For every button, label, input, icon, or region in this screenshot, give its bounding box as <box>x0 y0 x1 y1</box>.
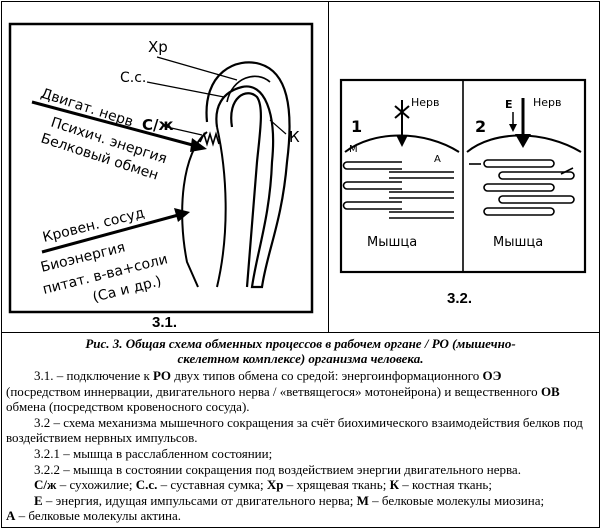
filaments-contracted <box>469 159 575 216</box>
muscle-body <box>181 126 227 288</box>
legend-k-desc: – костная ткань; <box>399 477 492 493</box>
legend-cc-desc: – суставная сумка; <box>157 477 267 493</box>
nerve-1-cross-b <box>394 105 410 119</box>
blood-vessel-arrow <box>41 212 183 254</box>
filaments-relaxed <box>342 161 454 219</box>
panel-2-nerve: Нерв <box>533 96 562 109</box>
joint-capsule <box>205 61 291 289</box>
legend-line-2: Е – энергия, идущая импульсами от двигат… <box>6 493 596 509</box>
panel-2-number: 2 <box>475 117 486 136</box>
legend-xp: Хр <box>266 477 284 493</box>
legend-line-1: С/ж – сухожилие; С.с. – суставная сумка;… <box>6 477 596 493</box>
panel-1-nerve: Нерв <box>411 96 440 109</box>
motor-nerve-arrow <box>31 100 201 149</box>
legend-czh-desc: – сухожилие; <box>56 477 136 493</box>
panel-1-muscle: Мышца <box>367 235 417 250</box>
p1-part-c: (посредством иннервации, двигательного н… <box>6 383 541 399</box>
description-text: 3.1. – подключение к РО двух типов обмен… <box>6 368 596 524</box>
legend-a-desc: – белковые молекулы актина. <box>15 508 182 524</box>
label-xp: Хр <box>148 38 168 56</box>
nerve-1-arrowhead <box>396 135 408 147</box>
legend-m-desc: – белковые молекулы миозина; <box>368 492 545 508</box>
blood-vessel-arrowhead <box>174 208 190 222</box>
p1-part-b: двух типов обмена со средой: энергоинфор… <box>171 368 483 383</box>
legend-e: Е <box>34 492 43 508</box>
p1-oe: ОЭ <box>482 368 502 383</box>
legend-cc: С.с. <box>135 477 158 493</box>
legend-e-desc: – энергия, идущая импульсами от двигател… <box>42 492 357 508</box>
legend-m: М <box>356 492 369 508</box>
caption-line-2: скелетном комплексе) организма человека. <box>177 351 424 366</box>
energy-arrowhead <box>509 124 517 132</box>
p1-ro: РО <box>153 368 172 383</box>
label-e: Е <box>505 98 513 111</box>
panel-1-number: 1 <box>351 117 362 136</box>
label-a: А <box>434 154 441 165</box>
figure-3-1-label: 3.1. <box>152 314 178 331</box>
figure-3-2-label: 3.2. <box>447 290 473 307</box>
cc-pointer <box>146 81 225 98</box>
paragraph-3-2: 3.2 – схема механизма мышечного сокращен… <box>6 414 583 446</box>
legend-xp-desc: – хрящевая ткань; <box>283 477 390 493</box>
p1-part-d: обмена (посредством кровеносного сосуда)… <box>6 399 250 415</box>
label-czh: С/ж <box>142 116 173 134</box>
legend-line-3: А – белковые молекулы актина. <box>6 508 596 524</box>
tendon <box>199 131 220 147</box>
xp-pointer <box>156 56 238 81</box>
p1-ov: ОВ <box>540 383 560 399</box>
legend-czh: С/ж <box>34 477 57 493</box>
p1-part-a: 3.1. – подключение к <box>34 368 154 383</box>
figure-caption: Рис. 3. Общая схема обменных процессов в… <box>2 336 599 366</box>
paragraph-3-2-1: 3.2.1 – мышца в расслабленном состоянии; <box>34 445 273 461</box>
panel-2-muscle: Мышца <box>493 235 543 250</box>
muscle-contraction-drawing: М А 1 Нерв Мышца <box>339 78 587 274</box>
muscle-joint-drawing: Хр С.с. С/ж К Двигат. нерв Психич. энерг… <box>8 22 314 314</box>
legend-a: А <box>6 508 16 524</box>
nerve-2-arrowhead <box>515 134 531 148</box>
figure-3-1: Хр С.с. С/ж К Двигат. нерв Психич. энерг… <box>2 2 329 332</box>
motor-nerve-arrowhead <box>190 138 207 152</box>
label-m: М <box>349 144 358 155</box>
label-blood-vessel: Кровен. сосуд <box>41 205 146 246</box>
paragraph-3-1: 3.1. – подключение к РО двух типов обмен… <box>6 368 596 415</box>
bone <box>230 92 262 288</box>
figure-3-2: М А 1 Нерв Мышца <box>329 2 599 332</box>
paragraph-3-2-2: 3.2.2 – мышца в состоянии сокращения под… <box>34 461 521 477</box>
czh-pointer <box>166 126 203 136</box>
k-pointer <box>269 119 287 135</box>
drawing-border <box>8 22 314 314</box>
caption-line-1: Рис. 3. Общая схема обменных процессов в… <box>85 336 516 351</box>
label-cc: С.с. <box>120 70 146 86</box>
label-k: К <box>289 128 300 146</box>
cartilage <box>226 75 271 103</box>
figures-row: Хр С.с. С/ж К Двигат. нерв Психич. энерг… <box>2 2 599 333</box>
legend-k: К <box>389 477 399 493</box>
